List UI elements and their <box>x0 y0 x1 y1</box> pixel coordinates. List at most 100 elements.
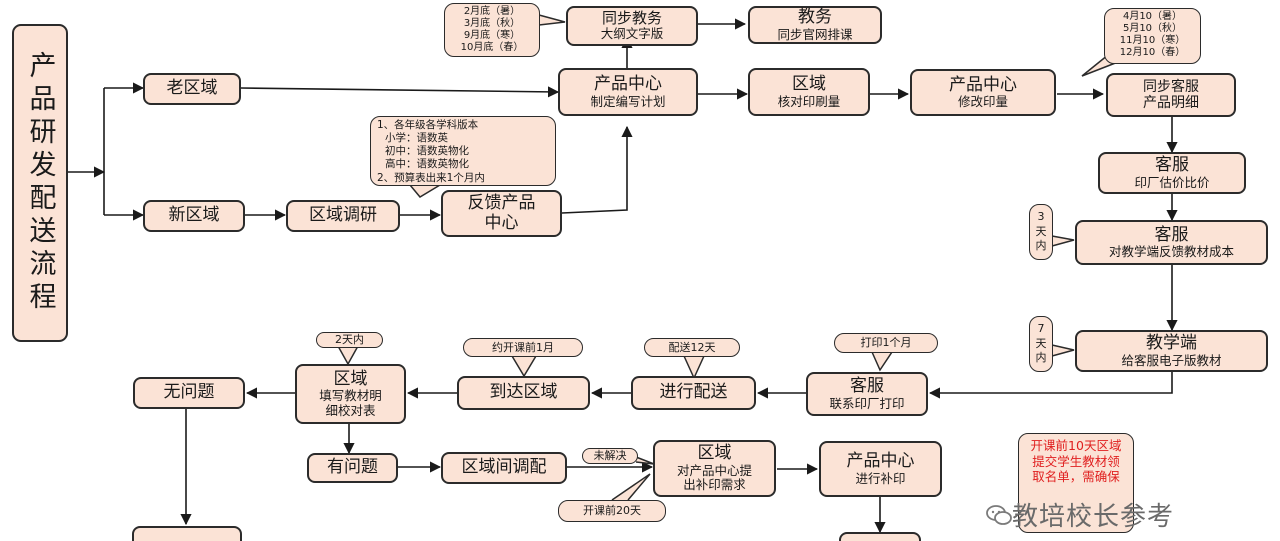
note-schedule-b-line: 12月10（春） <box>1119 47 1186 58</box>
node-region-reprint-title: 区域 <box>697 443 732 464</box>
node-region-fill: 区域 填写教材明 细校对表 <box>295 364 406 424</box>
tail-arrive <box>511 355 537 378</box>
tail-unresolved <box>635 456 655 465</box>
note-schedule-a: 2月底（暑） 3月底（秋） 9月底（寒） 10月底（春） <box>444 3 540 57</box>
arrow-teaching-csprint <box>928 372 1173 399</box>
node-old-region: 老区域 <box>143 73 241 105</box>
node-teaching-title: 教学端 <box>1146 333 1197 354</box>
node-new-region: 新区域 <box>143 200 245 232</box>
node-sync-cs-title: 同步客服 <box>1143 78 1199 95</box>
node-sync-academic-sub: 大纲文字版 <box>600 26 664 42</box>
note-schedule-b: 4月10（暑） 5月10（秋） 11月10（寒） 12月10（春） <box>1104 8 1201 64</box>
node-cs-quote-sub: 印厂估价比价 <box>1134 174 1210 190</box>
node-teaching: 教学端 给客服电子版教材 <box>1075 330 1268 372</box>
node-academic: 教务 同步官网排课 <box>748 6 882 44</box>
node-center-modify-sub: 修改印量 <box>957 94 1008 110</box>
wechat-icon <box>986 505 1012 525</box>
node-center-modify: 产品中心 修改印量 <box>910 69 1056 116</box>
node-sync-academic: 同步教务 大纲文字版 <box>566 6 698 46</box>
node-deliver: 进行配送 <box>631 376 756 410</box>
note-subjects-line: 2、预算表出来1个月内 <box>377 171 485 184</box>
node-region-survey-label: 区域调研 <box>309 205 377 226</box>
tail-seven-days <box>1051 344 1075 357</box>
node-cs-print-title: 客服 <box>850 376 884 397</box>
note-red-deadline: 开课前10天区域提交学生教材领取名单，需确保 <box>1018 433 1134 533</box>
node-feedback-center: 反馈产品 中心 <box>441 190 562 237</box>
note-before-20: 开课前20天 <box>558 500 666 522</box>
note-three-days-text: 3天内 <box>1035 209 1047 253</box>
node-old-region-label: 老区域 <box>166 78 218 99</box>
note-subjects-line: 高中：语数英物化 <box>385 158 469 171</box>
cutoff-box-right <box>839 532 921 541</box>
note-subjects: 1、各年级各学科版本 小学：语数英 初中：语数英物化 高中：语数英物化 2、预算… <box>370 116 556 186</box>
note-subjects-line: 初中：语数英物化 <box>385 145 469 158</box>
node-new-region-label: 新区域 <box>168 205 220 226</box>
node-region-fill-title: 区域 <box>333 368 368 389</box>
note-before-20-text: 开课前20天 <box>583 504 641 518</box>
node-feedback-line2: 中心 <box>484 212 519 233</box>
note-two-days: 2天内 <box>316 332 383 348</box>
node-cs-print: 客服 联系印厂打印 <box>806 372 928 416</box>
node-region-reprint-sub2: 出补印需求 <box>683 477 746 493</box>
main-title-box: 产品研发配送流程 <box>12 24 68 342</box>
note-print-month-text: 打印1个月 <box>860 336 912 350</box>
node-inter-region-label: 区域间调配 <box>461 457 547 478</box>
node-deliver-label: 进行配送 <box>659 382 728 403</box>
node-academic-sub: 同步官网排课 <box>777 26 853 42</box>
node-center-reprint: 产品中心 进行补印 <box>819 441 942 497</box>
node-region-fill-sub2: 细校对表 <box>325 402 376 418</box>
note-subjects-line: 小学：语数英 <box>385 132 448 145</box>
note-schedule-a-line: 10月底（春） <box>460 42 524 53</box>
node-region-check-sub: 核对印刷量 <box>777 93 841 109</box>
node-arrive-label: 到达区域 <box>489 382 558 403</box>
note-three-days: 3天内 <box>1029 204 1053 260</box>
node-academic-title: 教务 <box>798 7 832 28</box>
note-arrive-before-text: 约开课前1月 <box>492 340 554 354</box>
node-region-survey: 区域调研 <box>286 200 400 232</box>
note-schedule-b-line: 11月10（寒） <box>1119 35 1186 46</box>
node-region-fill-sub1: 填写教材明 <box>319 388 382 404</box>
note-schedule-b-line: 4月10（暑） <box>1122 11 1183 22</box>
tail-three-days <box>1051 235 1075 247</box>
note-schedule-a-line: 3月底（秋） <box>463 18 521 29</box>
node-center-plan-sub: 制定编写计划 <box>590 93 666 109</box>
node-arrive: 到达区域 <box>457 376 590 410</box>
note-subjects-line: 1、各年级各学科版本 <box>377 119 479 131</box>
tail-print-month <box>871 351 893 372</box>
node-center-plan: 产品中心 制定编写计划 <box>558 68 698 116</box>
node-center-reprint-title: 产品中心 <box>846 451 915 472</box>
note-schedule-a-line: 9月底（寒） <box>463 30 521 41</box>
note-two-days-text: 2天内 <box>335 333 364 347</box>
main-title: 产品研发配送流程 <box>24 51 56 315</box>
cutoff-box-left <box>132 526 242 541</box>
note-deliver-days-text: 配送12天 <box>668 340 716 354</box>
note-print-month: 打印1个月 <box>834 333 938 353</box>
note-arrive-before: 约开课前1月 <box>463 338 583 357</box>
tail-subjects <box>409 184 441 198</box>
node-center-reprint-sub: 进行补印 <box>855 470 906 486</box>
node-no-problem: 无问题 <box>133 377 245 409</box>
node-has-problem: 有问题 <box>307 453 398 483</box>
node-feedback-line1: 反馈产品 <box>467 192 536 213</box>
watermark-text: 教培校长参考 <box>1012 502 1175 532</box>
node-cs-print-sub: 联系印厂打印 <box>829 395 905 411</box>
node-region-check: 区域 核对印刷量 <box>748 68 870 116</box>
node-cs-cost-sub: 对教学端反馈教材成本 <box>1108 244 1234 260</box>
arrow-feedback-center <box>561 125 633 214</box>
tail-schedule-a <box>538 14 566 26</box>
node-region-reprint: 区域 对产品中心提 出补印需求 <box>653 440 776 497</box>
node-sync-academic-title: 同步教务 <box>601 9 662 28</box>
node-has-problem-label: 有问题 <box>327 457 378 478</box>
node-inter-region: 区域间调配 <box>441 452 567 484</box>
arrow-old-center <box>240 86 560 98</box>
node-cs-quote-title: 客服 <box>1155 155 1189 176</box>
note-deliver-days: 配送12天 <box>644 338 740 357</box>
tail-deliver-days <box>683 355 705 380</box>
node-region-check-title: 区域 <box>792 74 826 95</box>
node-center-plan-title: 产品中心 <box>594 74 662 95</box>
note-unresolved: 未解决 <box>582 448 638 464</box>
node-cs-cost-title: 客服 <box>1154 224 1189 245</box>
note-red-deadline-text: 开课前10天区域提交学生教材领取名单，需确保 <box>1030 438 1122 485</box>
note-seven-days-text: 7天内 <box>1035 321 1047 365</box>
